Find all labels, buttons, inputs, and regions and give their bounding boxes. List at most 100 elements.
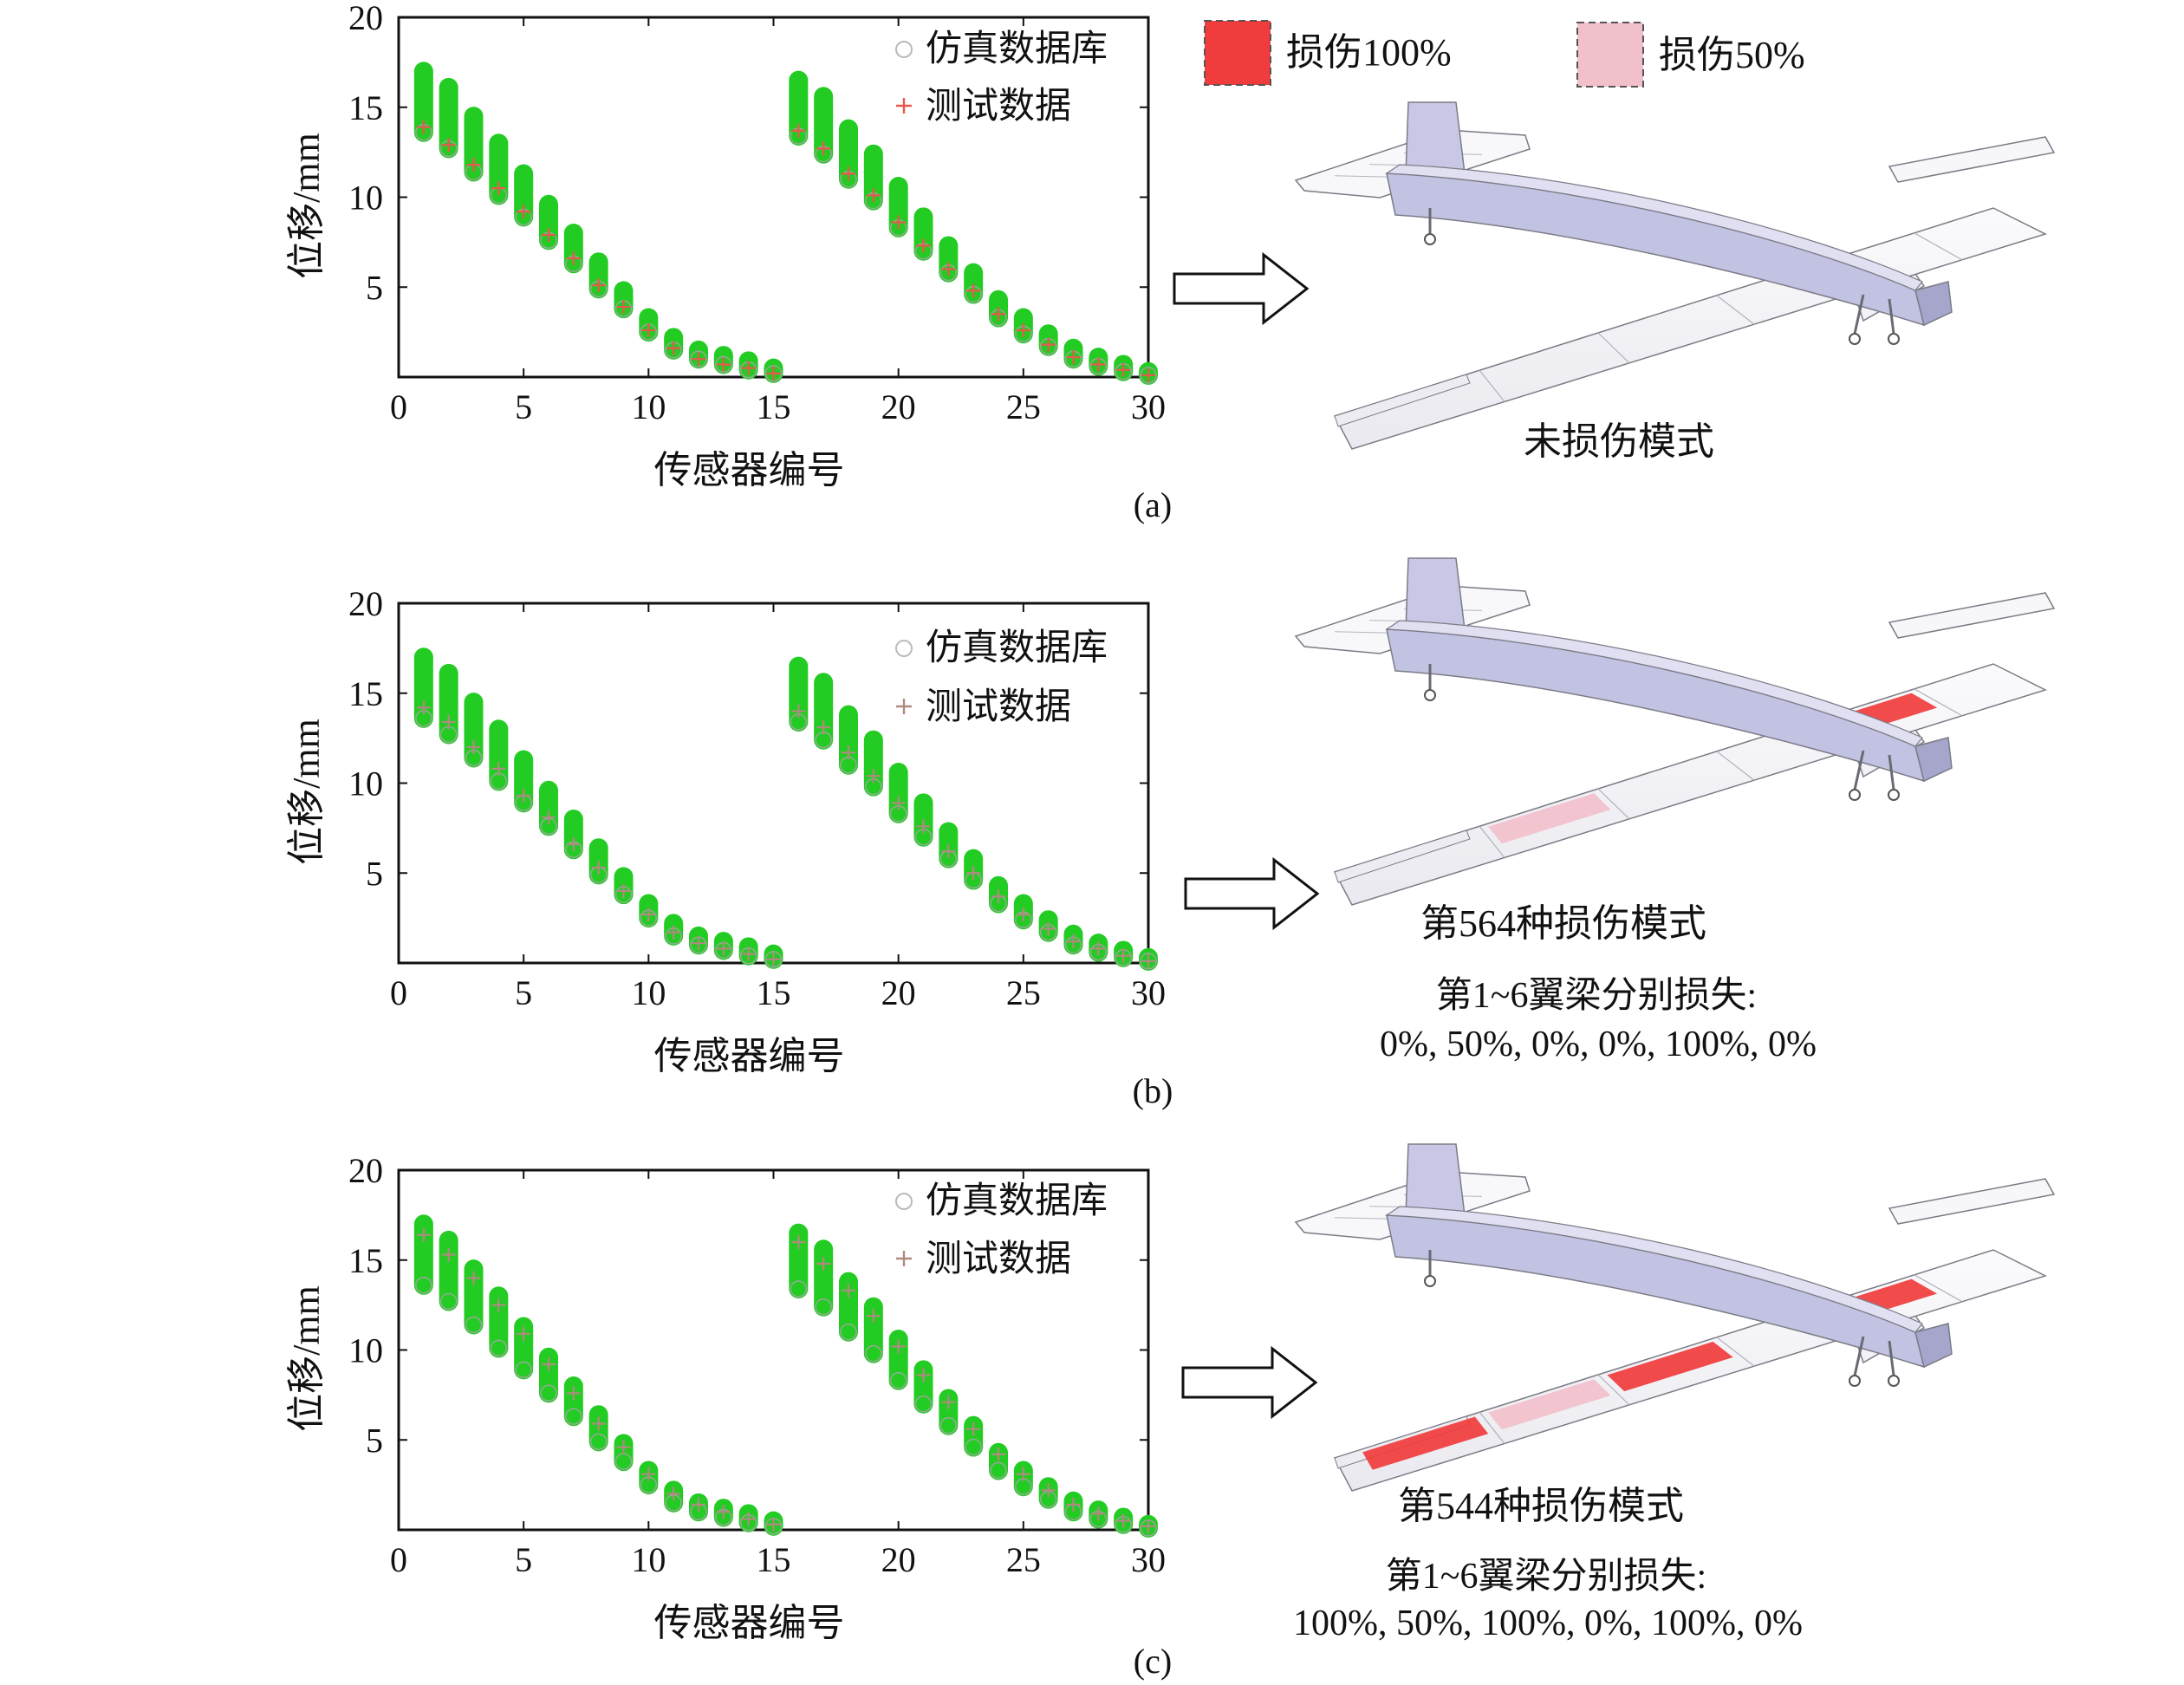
damage-patch — [1488, 793, 1611, 844]
test-marker — [991, 307, 1005, 322]
legend-sim-label: 仿真数据库 — [926, 1181, 1108, 1221]
fuselage-nose — [1914, 737, 1953, 783]
landing-gear-strut — [1888, 1340, 1895, 1376]
sim-marker-outline — [1140, 953, 1157, 970]
test-marker — [716, 1505, 731, 1519]
wing-rib — [1716, 295, 1755, 325]
x-tick-label: 0 — [390, 387, 407, 426]
test-marker — [741, 947, 756, 961]
landing-gear-wheel — [1849, 1375, 1861, 1387]
test-marker — [616, 1440, 631, 1454]
x-tick-label: 10 — [631, 387, 666, 426]
plus-icon — [896, 98, 912, 114]
legend-swatch-full — [1204, 20, 1271, 86]
plus-icon — [896, 1251, 912, 1266]
y-axis-label: 位移/mm — [285, 1285, 328, 1432]
x-tick-label: 5 — [515, 1540, 532, 1579]
test-series — [416, 120, 1155, 382]
test-marker — [966, 1422, 981, 1436]
sim-marker-outline — [540, 1384, 557, 1402]
fuselage-nose — [1914, 1323, 1953, 1369]
fuselage-top — [1385, 164, 1923, 291]
test-marker — [517, 789, 531, 803]
sim-marker-outline — [589, 1433, 608, 1451]
test-marker — [766, 1517, 781, 1532]
x-tick-label: 30 — [1131, 1540, 1166, 1579]
test-marker — [916, 819, 931, 834]
test-marker — [866, 188, 881, 203]
mode-title-c: 第544种损伤模式 — [1398, 1485, 1684, 1527]
arrow-a — [1173, 251, 1310, 326]
test-marker — [1066, 1497, 1081, 1512]
wing-rib — [1597, 1374, 1630, 1406]
test-marker — [491, 181, 506, 196]
test-marker — [416, 1227, 431, 1242]
damage-patch — [1488, 1379, 1611, 1430]
x-tick-label: 10 — [631, 1540, 666, 1579]
vertical-fin — [1405, 1143, 1466, 1218]
landing-gear-strut — [1853, 750, 1865, 790]
test-marker — [1016, 323, 1030, 338]
mode-title-b: 第564种损伤模式 — [1420, 902, 1706, 945]
x-tick-label: 5 — [515, 387, 532, 426]
x-tick-label: 30 — [1131, 387, 1166, 426]
test-marker — [891, 796, 906, 810]
test-series — [416, 1227, 1155, 1533]
test-marker — [916, 238, 931, 253]
legend-sim-label: 仿真数据库 — [926, 29, 1108, 69]
test-marker — [616, 884, 631, 898]
sim-marker-outline — [515, 1361, 532, 1379]
test-marker — [716, 357, 731, 372]
test-marker — [1141, 953, 1155, 968]
arrow-c — [1181, 1345, 1318, 1420]
test-marker — [491, 1298, 506, 1312]
test-marker — [791, 1235, 806, 1249]
x-axis-label: 传感器编号 — [654, 449, 845, 491]
test-marker — [591, 278, 606, 293]
test-marker — [966, 866, 981, 881]
fuselage-nose — [1914, 281, 1953, 327]
legend-a: 仿真数据库 测试数据 — [895, 29, 1108, 127]
landing-gear-wheel — [1424, 1275, 1436, 1287]
sim-marker-outline — [1140, 367, 1157, 384]
y-tick-label: 10 — [348, 179, 383, 218]
wing-rib — [1597, 788, 1630, 820]
wing-rib — [1914, 1274, 1963, 1303]
test-marker — [891, 215, 906, 230]
test-marker — [416, 120, 431, 134]
test-marker — [1041, 921, 1056, 936]
caption-a: (a) — [1134, 485, 1172, 524]
fuselage-top — [1385, 1206, 1923, 1333]
test-marker — [591, 1416, 606, 1431]
test-marker — [966, 283, 981, 298]
sim-marker-outline — [690, 350, 707, 368]
x-tick-label: 15 — [757, 973, 791, 1012]
y-tick-label: 20 — [348, 1151, 383, 1190]
test-marker — [866, 1309, 881, 1324]
arrow-b — [1184, 856, 1320, 931]
test-marker — [1116, 362, 1131, 377]
test-marker — [542, 228, 556, 243]
y-tick-label: 15 — [348, 88, 383, 127]
fuselage — [1386, 1214, 1926, 1369]
legend-test-label: 测试数据 — [926, 87, 1071, 127]
wing-rib — [1716, 1337, 1755, 1367]
plot-frame — [397, 16, 1150, 379]
y-tick-label: 5 — [366, 268, 383, 307]
test-marker — [692, 936, 705, 951]
y-tick-label: 5 — [366, 1421, 383, 1460]
test-marker — [542, 810, 556, 824]
test-marker — [891, 1339, 906, 1354]
test-marker — [566, 1386, 581, 1401]
test-marker — [692, 1497, 705, 1512]
sim-marker-outline — [465, 1316, 483, 1334]
legend-sim-marker — [895, 1193, 913, 1210]
test-marker — [766, 952, 781, 966]
y-tick-label: 20 — [348, 0, 383, 37]
landing-gear-wheel — [1888, 1375, 1900, 1387]
legend-c: 仿真数据库 测试数据 — [895, 1181, 1108, 1279]
